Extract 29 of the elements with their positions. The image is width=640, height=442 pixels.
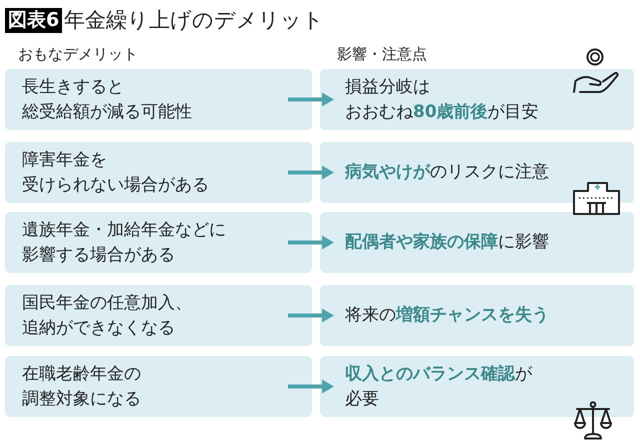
column-heading: 影響・注意点 xyxy=(337,44,427,65)
info-panel xyxy=(320,212,634,273)
effect-text: 損益分岐はおおむね80歳前後が目安 xyxy=(345,76,539,124)
drawback-text: 長生きすると総受給額が減る可能性 xyxy=(22,76,192,124)
arrow xyxy=(288,92,334,106)
arrow xyxy=(288,236,334,250)
drawback-text: 障害年金を受けられない場合がある xyxy=(22,148,209,196)
figure-number: 図表6 xyxy=(5,8,62,33)
column-heading: おもなデメリット xyxy=(18,44,138,65)
info-panel xyxy=(5,69,312,130)
drawback-text: 国民年金の任意加入、追納ができなくなる xyxy=(22,292,192,340)
info-panel xyxy=(320,356,634,417)
info-panel xyxy=(320,142,634,203)
info-panel xyxy=(5,356,312,417)
info-panel xyxy=(320,285,634,346)
info-panel xyxy=(320,69,634,130)
effect-text: 将来の増額チャンスを失う xyxy=(345,304,549,327)
arrow xyxy=(288,380,334,394)
info-panel xyxy=(5,212,312,273)
drawback-text: 在職老齢年金の調整対象になる xyxy=(22,362,141,410)
effect-text: 収入とのバランス確認が必要 xyxy=(345,362,532,410)
info-panel xyxy=(5,285,312,346)
drawback-text: 遺族年金・加給年金などに影響する場合がある xyxy=(22,218,226,266)
arrow xyxy=(288,166,334,180)
effect-text: 病気やけがのリスクに注意 xyxy=(345,161,549,184)
info-panel xyxy=(5,142,312,203)
diagram-title: 年金繰り上げのデメリット xyxy=(64,7,324,34)
arrow xyxy=(288,308,334,322)
effect-text: 配偶者や家族の保障に影響 xyxy=(345,231,549,254)
